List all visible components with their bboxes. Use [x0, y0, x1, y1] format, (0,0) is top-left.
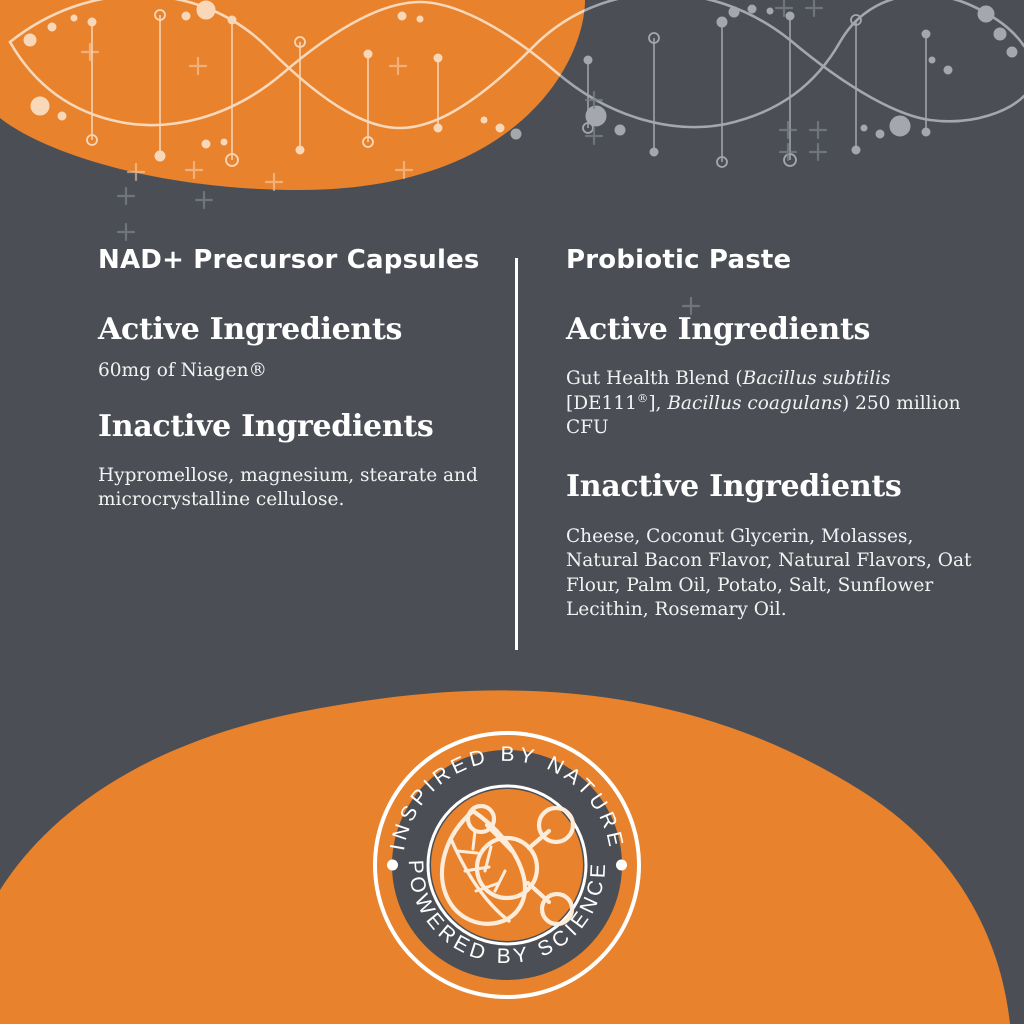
seal-dot-left: [387, 859, 398, 871]
product-title-right: Probiotic Paste: [566, 245, 792, 275]
inactive-ingredients-body-left: Hypromellose, magnesium, stearate and mi…: [98, 465, 478, 511]
active-ingredients-body-right: Gut Health Blend (Bacillus subtilis [DE1…: [566, 368, 961, 438]
inactive-ingredients-heading-right: Inactive Ingredients: [566, 469, 902, 505]
active-ingredients-heading-right: Active Ingredients: [566, 311, 871, 347]
active-ingredients-body-left: 60mg of Niagen®: [98, 360, 268, 382]
spacer: [566, 359, 976, 367]
column-nad-precursor-capsules: NAD+ Precursor Capsules Active Ingredien…: [98, 246, 488, 539]
column-probiotic-paste: Probiotic Paste Active Ingredients Gut H…: [566, 246, 976, 656]
inactive-ingredients-heading-left: Inactive Ingredients: [98, 408, 434, 444]
active-ingredients-heading-left: Active Ingredients: [98, 311, 403, 347]
product-title-left: NAD+ Precursor Capsules: [98, 245, 480, 275]
spacer: [566, 517, 976, 525]
seal-dot-right: [616, 859, 627, 871]
seal-badge: INSPIRED BY NATURE POWERED BY SCIENCE: [373, 731, 641, 999]
inactive-ingredients-body-right: Cheese, Coconut Glycerin, Molasses, Natu…: [566, 525, 972, 621]
spacer: [98, 456, 488, 464]
column-divider: [515, 258, 518, 650]
